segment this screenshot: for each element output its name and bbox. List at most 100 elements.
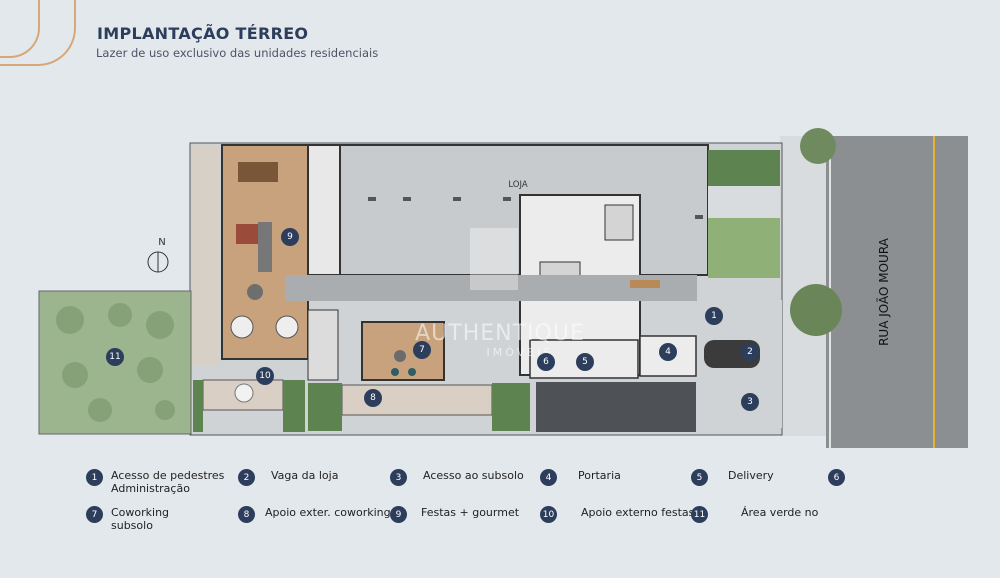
round-table bbox=[234, 383, 254, 403]
legend-text: Vaga da loja bbox=[271, 469, 339, 482]
map-marker-label: 3 bbox=[747, 397, 753, 407]
elevator bbox=[604, 204, 634, 241]
legend-badge: 11 bbox=[691, 506, 708, 523]
legend-item: 1 Acesso de pedestres Administração bbox=[86, 469, 251, 495]
legend-item: 4 Portaria bbox=[540, 469, 621, 486]
map-marker-circle bbox=[537, 353, 555, 371]
legend-item: 2 Vaga da loja bbox=[238, 469, 338, 486]
dining-table bbox=[238, 162, 278, 182]
hedge bbox=[308, 383, 342, 431]
hedge bbox=[492, 383, 530, 431]
legend-badge: 3 bbox=[390, 469, 407, 486]
side-walkway bbox=[192, 145, 220, 365]
map-marker-6: 6 bbox=[537, 353, 555, 371]
map-marker-2: 2 bbox=[741, 343, 759, 361]
watermark-sub: IMÓVEIS bbox=[487, 346, 554, 359]
legend-text: Apoio externo festas bbox=[581, 506, 695, 519]
service-rooms bbox=[307, 144, 341, 276]
map-marker-4: 4 bbox=[659, 343, 677, 361]
legend-badge: 6 bbox=[828, 469, 845, 486]
map-marker-label: 5 bbox=[582, 357, 588, 367]
legend-badge: 8 bbox=[238, 506, 255, 523]
map-marker-label: 6 bbox=[543, 357, 549, 367]
compass-icon: N bbox=[147, 237, 169, 273]
garden-plants bbox=[56, 303, 175, 422]
ramp bbox=[536, 382, 696, 432]
walkway bbox=[708, 186, 780, 218]
legend-text: Portaria bbox=[578, 469, 621, 482]
map-marker-circle bbox=[741, 343, 759, 361]
legend-item: 3 Acesso ao subsolo bbox=[390, 469, 524, 486]
legend-item: 8 Apoio exter. coworking bbox=[238, 506, 391, 523]
legend-badge: 10 bbox=[540, 506, 557, 523]
legend-text: Delivery bbox=[728, 469, 774, 482]
table bbox=[247, 284, 263, 300]
table bbox=[394, 350, 406, 362]
watermark-text: AUTHENTIQUE bbox=[415, 321, 585, 346]
garden-front bbox=[708, 150, 780, 186]
map-marker-circle bbox=[106, 348, 124, 366]
legend-item: 9 Festas + gourmet bbox=[390, 506, 519, 523]
map-marker-11: 11 bbox=[106, 348, 124, 366]
page-subtitle: Lazer de uso exclusivo das unidades resi… bbox=[96, 46, 379, 60]
legend-badge: 7 bbox=[86, 506, 103, 523]
tree bbox=[790, 284, 842, 336]
map-marker-label: 11 bbox=[109, 352, 120, 362]
legend-text: Festas + gourmet bbox=[421, 506, 520, 519]
map-marker-circle bbox=[741, 393, 759, 411]
map-marker-10: 10 bbox=[256, 367, 274, 385]
watermark: AUTHENTIQUE IMÓVEIS bbox=[415, 228, 585, 359]
legend-text: Apoio exter. coworking bbox=[265, 506, 391, 519]
round-table bbox=[230, 315, 254, 339]
bench bbox=[630, 280, 660, 288]
map-marker-7: 7 bbox=[413, 341, 431, 359]
compass-label: N bbox=[158, 237, 165, 248]
street-label: RUA JOÃO MOURA bbox=[876, 237, 891, 346]
chair bbox=[391, 368, 399, 376]
map-marker-circle bbox=[364, 389, 382, 407]
hedge bbox=[193, 380, 203, 432]
legend-text: Acesso de pedestres Administração bbox=[111, 469, 225, 495]
map-marker-5: 5 bbox=[576, 353, 594, 371]
map-marker-label: 1 bbox=[711, 311, 717, 321]
legend-badge: 5 bbox=[691, 469, 708, 486]
map-marker-label: 4 bbox=[665, 347, 671, 357]
round-table bbox=[275, 315, 299, 339]
legend-badge: 9 bbox=[390, 506, 407, 523]
map-marker-label: 8 bbox=[370, 393, 376, 403]
map-marker-1: 1 bbox=[705, 307, 723, 325]
map-marker-circle bbox=[659, 343, 677, 361]
map-marker-circle bbox=[256, 367, 274, 385]
map-marker-label: 10 bbox=[259, 371, 271, 381]
legend-text: Área verde no bbox=[741, 506, 819, 519]
street bbox=[826, 136, 968, 448]
tree bbox=[800, 128, 836, 164]
map-marker-9: 9 bbox=[281, 228, 299, 246]
map-marker-label: 7 bbox=[419, 345, 425, 355]
sofa bbox=[236, 224, 258, 244]
legend-text: Coworking subsolo bbox=[111, 506, 170, 532]
legend-item: 6 bbox=[828, 469, 853, 486]
map-marker-circle bbox=[281, 228, 299, 246]
legend-item: 5 Delivery bbox=[691, 469, 774, 486]
map-marker-label: 2 bbox=[747, 347, 753, 357]
map-marker-circle bbox=[705, 307, 723, 325]
legend-item: 7 Coworking subsolo bbox=[86, 506, 191, 532]
page-title: IMPLANTAÇÃO TÉRREO bbox=[97, 24, 309, 43]
store-label: LOJA bbox=[508, 180, 527, 190]
legend-badge: 4 bbox=[540, 469, 557, 486]
legend-badge: 1 bbox=[86, 469, 103, 486]
map-marker-8: 8 bbox=[364, 389, 382, 407]
decorative-arc bbox=[0, 0, 76, 66]
map-marker-circle bbox=[413, 341, 431, 359]
sofa-gray bbox=[258, 222, 272, 272]
watermark-logo bbox=[470, 228, 518, 290]
map-marker-label: 9 bbox=[287, 232, 293, 242]
legend-badge: 2 bbox=[238, 469, 255, 486]
hedge bbox=[283, 380, 305, 432]
garden-lawn bbox=[708, 218, 780, 278]
corridor bbox=[285, 275, 697, 301]
map-marker-circle bbox=[576, 353, 594, 371]
map-marker-3: 3 bbox=[741, 393, 759, 411]
